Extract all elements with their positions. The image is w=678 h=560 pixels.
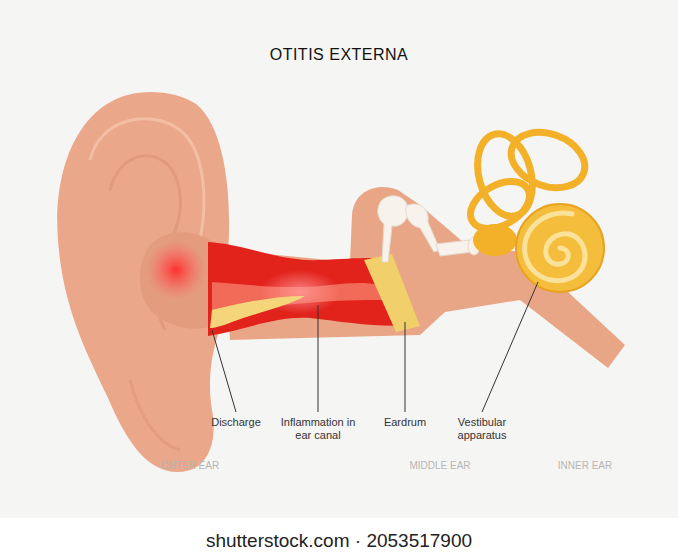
ossicles bbox=[378, 196, 480, 262]
helix-fold bbox=[90, 119, 204, 240]
part-label: Discharge bbox=[200, 416, 272, 429]
region-label: INNER EAR bbox=[535, 460, 635, 472]
part-label: Inflammation in ear canal bbox=[276, 416, 360, 442]
part-label: Vestibular apparatus bbox=[444, 416, 520, 442]
region-label: OUTER EAR bbox=[140, 460, 240, 472]
lobe-fold bbox=[130, 380, 180, 450]
part-label: Eardrum bbox=[375, 416, 435, 429]
cochlea bbox=[516, 204, 604, 292]
discharge bbox=[210, 296, 305, 328]
region-label: MIDDLE EAR bbox=[390, 460, 490, 472]
watermark: shutterstock.com · 2053517900 bbox=[90, 530, 588, 553]
leader-lines bbox=[212, 282, 538, 412]
inflammation-glow bbox=[146, 240, 206, 300]
head-tissue bbox=[225, 187, 625, 368]
cochlea-spiral bbox=[525, 213, 585, 281]
pinna bbox=[57, 92, 229, 472]
eardrum bbox=[364, 254, 420, 332]
vestibule bbox=[473, 224, 517, 256]
diagram-title: OTITIS EXTERNA bbox=[189, 45, 489, 64]
